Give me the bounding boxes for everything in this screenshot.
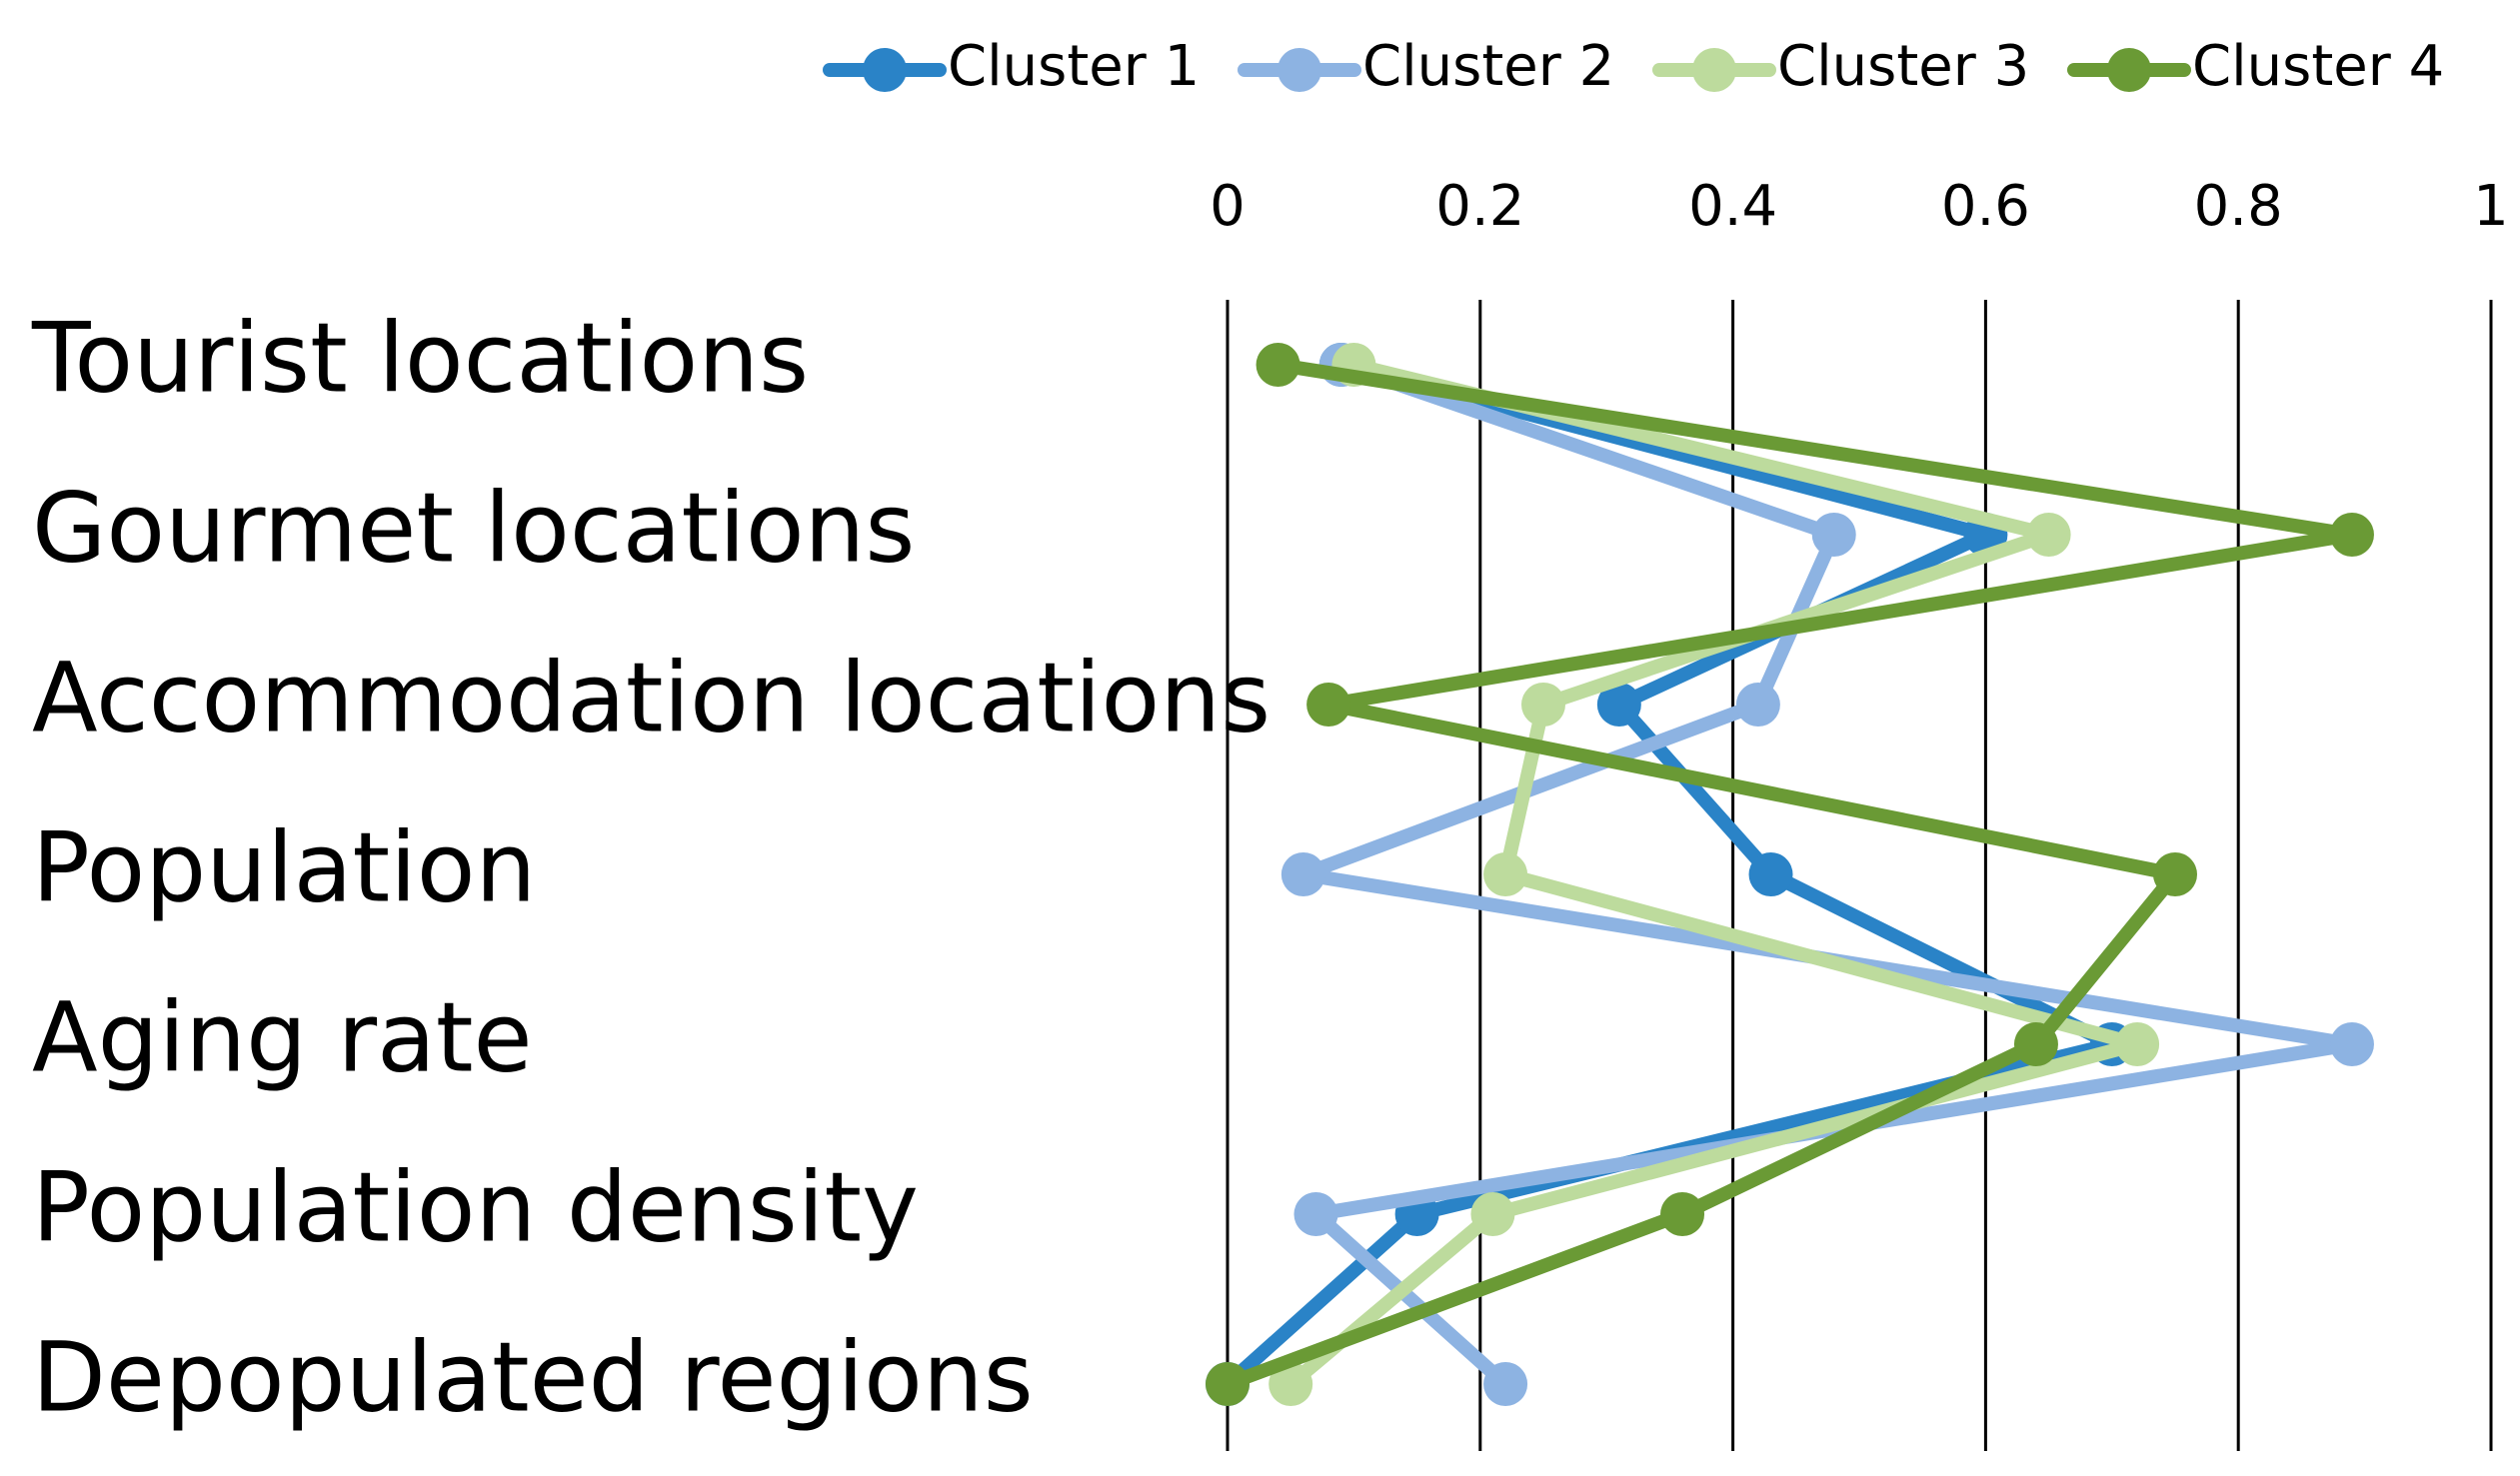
data-point-cluster-2-aging-rate (2329, 1022, 2374, 1066)
legend-label: Cluster 4 (2192, 34, 2444, 99)
legend-label: Cluster 2 (1362, 34, 1614, 99)
series-group (1206, 343, 2374, 1406)
category-label-tourist-locations: Tourist locations (31, 302, 809, 414)
x-tick-label: 0.2 (1435, 174, 1524, 239)
legend-item-cluster-3: Cluster 3 (1652, 34, 2029, 99)
legend-swatch-marker (863, 48, 907, 92)
series-cluster-4 (1206, 343, 2374, 1406)
data-point-cluster-3-accommodation-locations (1521, 683, 1565, 727)
data-point-cluster-2-gourmet-locations (1811, 513, 1856, 557)
data-point-cluster-4-population (2153, 852, 2197, 896)
data-point-cluster-2-population-density (1293, 1192, 1338, 1236)
legend-item-cluster-1: Cluster 1 (823, 34, 1200, 99)
legend-swatch-marker (1692, 48, 1736, 92)
category-label-gourmet-locations: Gourmet locations (32, 472, 915, 584)
data-point-cluster-2-accommodation-locations (1735, 683, 1780, 727)
category-label-accommodation-locations: Accommodation locations (32, 642, 1270, 753)
data-point-cluster-4-gourmet-locations (2329, 513, 2374, 557)
category-label-aging-rate: Aging rate (32, 981, 533, 1093)
x-tick-label: 0.6 (1941, 174, 2030, 239)
x-tick-label: 0 (1210, 174, 1246, 239)
data-point-cluster-2-depopulated-regions (1483, 1362, 1528, 1406)
data-point-cluster-1-accommodation-locations (1596, 683, 1641, 727)
data-point-cluster-4-accommodation-locations (1306, 683, 1351, 727)
data-point-cluster-4-aging-rate (2013, 1022, 2058, 1066)
series-cluster-3 (1268, 343, 2160, 1406)
data-point-cluster-3-aging-rate (2115, 1022, 2160, 1066)
category-label-depopulated-regions: Depopulated regions (32, 1321, 1034, 1433)
legend-item-cluster-4: Cluster 4 (2067, 34, 2444, 99)
gridlines (1226, 300, 2493, 1451)
data-point-cluster-3-population (1483, 852, 1528, 896)
data-point-cluster-4-depopulated-regions (1206, 1362, 1250, 1406)
category-label-population-density: Population density (32, 1151, 919, 1263)
data-point-cluster-4-population-density (1660, 1192, 1705, 1236)
legend-swatch-marker (1277, 48, 1321, 92)
data-point-cluster-3-population-density (1470, 1192, 1515, 1236)
x-tick-label: 0.4 (1688, 174, 1777, 239)
category-label-population: Population (32, 811, 536, 923)
data-point-cluster-2-population (1280, 852, 1325, 896)
data-point-cluster-3-gourmet-locations (2026, 513, 2071, 557)
legend: Cluster 1 Cluster 2 Cluster 3 Cluster 4 (823, 34, 2444, 99)
legend-item-cluster-2: Cluster 2 (1238, 34, 1614, 99)
data-point-cluster-3-depopulated-regions (1268, 1362, 1313, 1406)
data-point-cluster-4-tourist-locations (1256, 343, 1300, 387)
legend-label: Cluster 3 (1777, 34, 2029, 99)
x-tick-label: 1 (2473, 174, 2509, 239)
x-axis-ticks: 0 0.2 0.4 0.6 0.8 1 (1210, 174, 2509, 239)
data-point-cluster-1-population (1748, 852, 1793, 896)
legend-label: Cluster 1 (948, 34, 1200, 99)
x-tick-label: 0.8 (2194, 174, 2283, 239)
legend-swatch-marker (2107, 48, 2151, 92)
